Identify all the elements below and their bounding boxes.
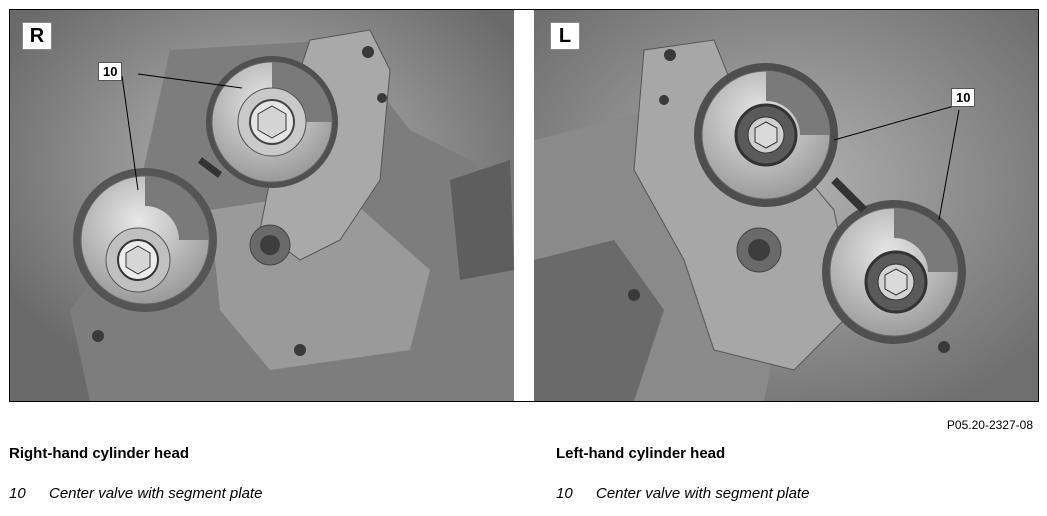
left-section-title: Left-hand cylinder head [556, 445, 726, 462]
left-legend-item: 10 Center valve with segment plate [556, 485, 809, 502]
callout-label-right: 10 [98, 62, 123, 81]
figure-code: P05.20-2327-08 [946, 418, 1033, 432]
right-section-title: Right-hand cylinder head [9, 445, 190, 462]
panel-letter-right: R [22, 22, 52, 50]
legend-text: Center valve with segment plate [596, 485, 810, 502]
legend-text: Center valve with segment plate [49, 485, 263, 502]
left-engine-illustration [534, 10, 1038, 401]
panel-letter-left: L [550, 22, 580, 50]
right-cylinder-head-photo: R 10 [10, 10, 514, 401]
legend-number: 10 [556, 485, 573, 502]
right-legend-item: 10 Center valve with segment plate [9, 485, 262, 502]
callout-label-left: 10 [951, 88, 976, 107]
legend-number: 10 [9, 485, 26, 502]
left-cylinder-head-photo: L 10 [534, 10, 1038, 401]
figure-frame: R 10 [9, 9, 1039, 402]
right-engine-illustration [10, 10, 514, 401]
